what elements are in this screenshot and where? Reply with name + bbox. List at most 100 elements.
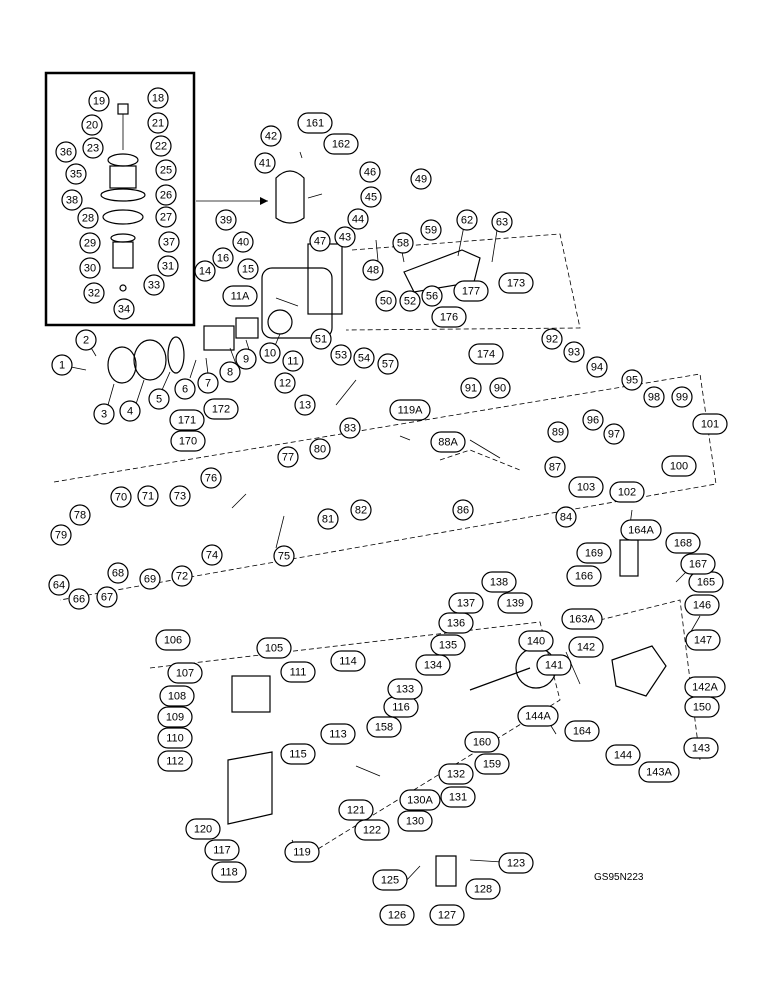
callout-label: 2 xyxy=(83,335,89,347)
callout-ring xyxy=(359,161,381,183)
callout-1: 1 xyxy=(51,354,73,376)
callout-label: 132 xyxy=(447,769,465,781)
callout-label: 143 xyxy=(692,743,710,755)
callout-ring xyxy=(139,568,161,590)
callout-ring xyxy=(605,744,641,766)
callout-label: 96 xyxy=(587,415,599,427)
callout-144: 144 xyxy=(605,744,641,766)
callout-ring xyxy=(586,356,608,378)
callout-44: 44 xyxy=(347,208,369,230)
callout-label: 30 xyxy=(84,263,96,275)
callout-label: 36 xyxy=(60,147,72,159)
callout-label: 91 xyxy=(465,383,477,395)
callout-67: 67 xyxy=(96,586,118,608)
callout-70: 70 xyxy=(110,486,132,508)
callout-label: 139 xyxy=(506,598,524,610)
callout-ring xyxy=(438,763,474,785)
callout-140: 140 xyxy=(518,630,554,652)
callout-ring xyxy=(200,467,222,489)
callout-126: 126 xyxy=(379,904,415,926)
callout-ring xyxy=(453,280,489,302)
callout-label: 56 xyxy=(426,291,438,303)
callout-label: 173 xyxy=(507,278,525,290)
callout-ring xyxy=(366,716,402,738)
callout-label: 92 xyxy=(546,334,558,346)
callout-ring xyxy=(375,290,397,312)
callout-ring xyxy=(157,750,193,772)
callout-ring xyxy=(692,413,728,435)
callout-ring xyxy=(683,737,719,759)
callout-11: 11 xyxy=(282,350,304,372)
callout-ring xyxy=(215,209,237,231)
callout-144a: 144A xyxy=(517,705,559,727)
callout-ring xyxy=(330,650,366,672)
callout-59: 59 xyxy=(420,219,442,241)
callout-ring xyxy=(665,532,701,554)
callout-label: 126 xyxy=(388,910,406,922)
callout-32: 32 xyxy=(83,282,105,304)
callout-label: 8 xyxy=(227,367,233,379)
callout-ring xyxy=(79,232,101,254)
callout-69: 69 xyxy=(139,568,161,590)
callout-label: 130 xyxy=(406,816,424,828)
callout-132: 132 xyxy=(438,763,474,785)
callout-62: 62 xyxy=(456,209,478,231)
callout-40: 40 xyxy=(232,231,254,253)
callout-25: 25 xyxy=(155,159,177,181)
callout-146: 146 xyxy=(684,594,720,616)
callout-ring xyxy=(61,189,83,211)
callout-ring xyxy=(481,571,517,593)
callout-ring xyxy=(643,386,665,408)
callout-label: 28 xyxy=(82,213,94,225)
callout-45: 45 xyxy=(360,186,382,208)
callout-label: 73 xyxy=(174,491,186,503)
callout-label: 49 xyxy=(415,174,427,186)
callout-ring xyxy=(147,87,169,109)
callout-ring xyxy=(491,211,513,233)
callout-79: 79 xyxy=(50,524,72,546)
callout-ring xyxy=(420,219,442,241)
callout-label: 37 xyxy=(163,237,175,249)
callout-28: 28 xyxy=(77,207,99,229)
callout-ring xyxy=(536,654,572,676)
callout-ring xyxy=(474,753,510,775)
callout-ring xyxy=(468,343,504,365)
callout-83: 83 xyxy=(339,417,361,439)
callout-164: 164 xyxy=(564,720,600,742)
callout-31: 31 xyxy=(157,255,179,277)
callout-105: 105 xyxy=(256,637,292,659)
callout-21: 21 xyxy=(147,112,169,134)
callout-80: 80 xyxy=(309,438,331,460)
callout-123: 123 xyxy=(498,852,534,874)
callout-134: 134 xyxy=(415,654,451,676)
callout-ring xyxy=(410,168,432,190)
callout-label: 86 xyxy=(457,505,469,517)
callout-ring xyxy=(185,818,221,840)
callout-ring xyxy=(671,386,693,408)
callout-ring xyxy=(222,285,258,307)
callout-16: 16 xyxy=(212,247,234,269)
callout-label: 47 xyxy=(314,236,326,248)
callout-label: 119 xyxy=(293,847,311,859)
callout-label: 164 xyxy=(573,726,591,738)
callout-ring xyxy=(260,125,282,147)
callout-ring xyxy=(379,904,415,926)
callout-ring xyxy=(75,329,97,351)
callout-ring xyxy=(568,476,604,498)
callout-label: 70 xyxy=(115,492,127,504)
callout-125: 125 xyxy=(372,869,408,891)
callout-87: 87 xyxy=(544,456,566,478)
callout-ring xyxy=(171,565,193,587)
callout-ring xyxy=(464,731,500,753)
callout-63: 63 xyxy=(491,211,513,233)
callout-label: 43 xyxy=(339,232,351,244)
callout-84: 84 xyxy=(555,506,577,528)
callout-94: 94 xyxy=(586,356,608,378)
callout-ring xyxy=(282,350,304,372)
callout-label: 69 xyxy=(144,574,156,586)
callout-ring xyxy=(155,184,177,206)
callout-56: 56 xyxy=(421,285,443,307)
callout-130: 130 xyxy=(397,810,433,832)
callout-ring xyxy=(354,819,390,841)
